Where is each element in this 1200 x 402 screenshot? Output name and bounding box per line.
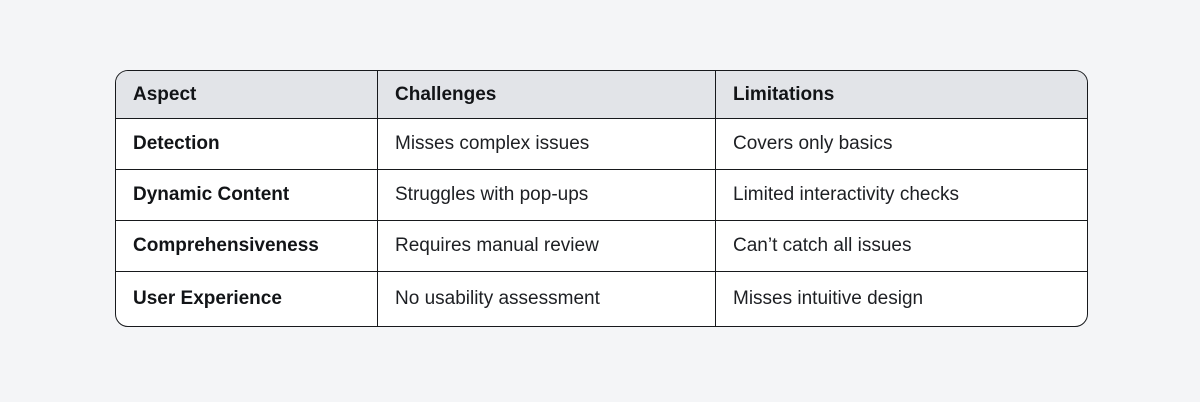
cell-aspect: Comprehensiveness [116,221,378,272]
cell-challenges: Misses complex issues [378,119,716,170]
comparison-table: Aspect Challenges Limitations Detection … [115,70,1088,327]
column-header-aspect: Aspect [116,71,378,119]
table-row: Detection Misses complex issues Covers o… [116,119,1087,170]
cell-aspect: Detection [116,119,378,170]
cell-challenges: Struggles with pop-ups [378,170,716,221]
table-row: Dynamic Content Struggles with pop-ups L… [116,170,1087,221]
cell-limitations: Can’t catch all issues [716,221,1087,272]
cell-aspect: User Experience [116,272,378,326]
table-header-row: Aspect Challenges Limitations [116,71,1087,119]
cell-challenges: No usability assessment [378,272,716,326]
column-header-challenges: Challenges [378,71,716,119]
table-row: Comprehensiveness Requires manual review… [116,221,1087,272]
cell-limitations: Misses intuitive design [733,288,924,309]
column-header-limitations: Limitations [716,71,1087,119]
cell-limitations: Limited interactivity checks [716,170,1087,221]
table-row: User Experience No usability assessment … [116,272,1087,326]
cell-challenges: Requires manual review [378,221,716,272]
cell-aspect: Dynamic Content [116,170,378,221]
comparison-table-card: Aspect Challenges Limitations Detection … [115,70,1088,327]
cell-limitations: Covers only basics [716,119,1087,170]
